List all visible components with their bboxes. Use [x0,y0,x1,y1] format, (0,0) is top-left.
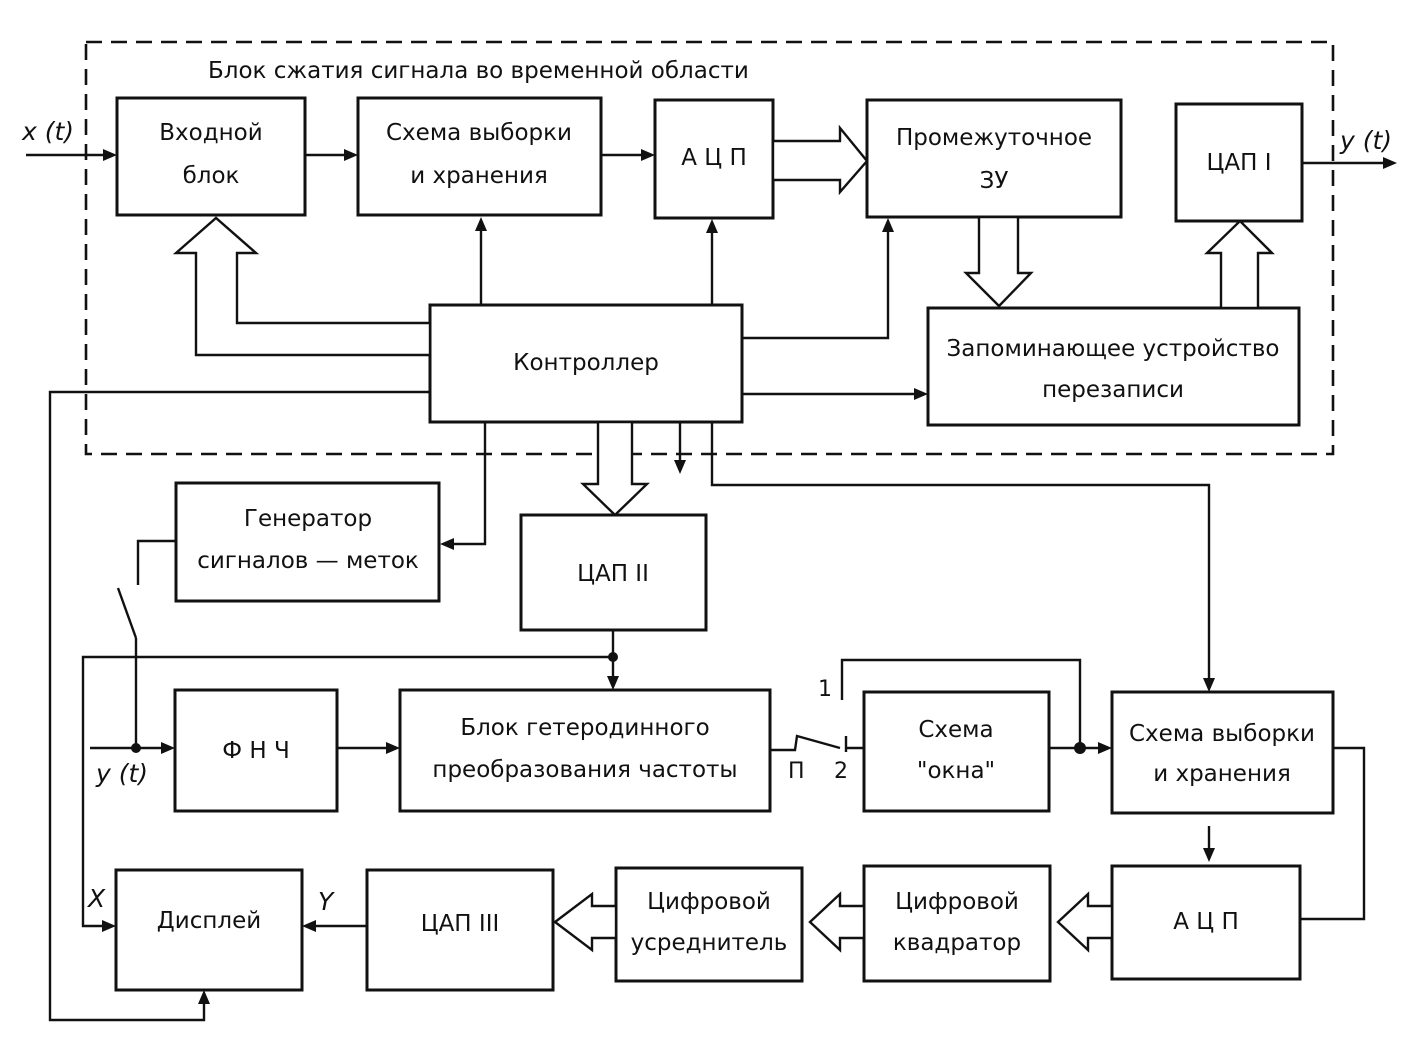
squarer-block: Цифровой квадратор [862,864,1052,983]
controller-block: Контроллер [428,303,744,424]
svg-text:Цифровой: Цифровой [895,889,1019,915]
svg-text:сигналов — меток: сигналов — меток [197,548,419,574]
buffer-to-rewrite-bus [963,215,1034,308]
svg-text:перезаписи: перезаписи [1042,377,1184,403]
dac-block-1: ЦАП I [1174,102,1304,223]
svg-text:преобразования частоты: преобразования частоты [432,757,737,783]
svg-text:Цифровой: Цифровой [647,889,771,915]
heterodyne-block: Блок гетеродинного преобразования частот… [398,688,772,813]
svg-text:ЦАП III: ЦАП III [421,911,500,937]
adc-to-buffer-bus [771,124,869,196]
group-title: Блок сжатия сигнала во временной области [208,58,749,84]
sample-hold-block-1: Схема выборки и хранения [356,96,603,217]
input-signal-label: x (t) [21,117,74,146]
squarer-to-averager-bus [808,891,866,953]
svg-text:Промежуточное: Промежуточное [896,125,1092,151]
svg-text:ЦАП II: ЦАП II [577,561,649,587]
svg-text:А Ц П: А Ц П [1173,909,1239,935]
adc-block-2: А Ц П [1110,864,1302,981]
marker-switch [116,587,138,639]
dac-block-2: ЦАП II [519,513,708,632]
svg-text:А Ц П: А Ц П [681,145,747,171]
controller-to-input-bus [172,216,432,357]
svg-text:Входной: Входной [159,120,262,146]
switch-pos-2: 2 [834,759,848,784]
svg-text:"окна": "окна" [917,758,995,784]
dac-block-3: ЦАП III [365,868,555,992]
svg-text:ЦАП I: ЦАП I [1207,150,1272,176]
output-signal-label: y (t) [1339,126,1392,155]
mode-switch [770,734,841,752]
svg-text:Схема: Схема [918,717,993,743]
svg-text:Дисплей: Дисплей [157,908,261,934]
sample-hold-block-2: Схема выборки и хранения [1110,690,1335,815]
controller-to-dac2-bus [580,420,650,517]
svg-text:Генератор: Генератор [244,506,372,532]
svg-text:Ф Н Ч: Ф Н Ч [222,738,289,764]
lpf-block: Ф Н Ч [173,688,339,813]
display-y-label: Y [318,887,335,916]
svg-text:квадратор: квадратор [893,930,1021,956]
switch-label-p: П [788,759,805,784]
svg-text:ЗУ: ЗУ [980,168,1009,194]
svg-text:Запоминающее устройство: Запоминающее устройство [947,336,1280,362]
switch-pos-1: 1 [818,677,832,702]
adc-to-squarer-bus [1056,891,1114,953]
buffer-memory-block: Промежуточное ЗУ [865,98,1123,219]
marker-generator-block: Генератор сигналов — меток [174,481,441,603]
rewrite-to-dac-bus [1204,219,1275,310]
svg-text:Схема выборки: Схема выборки [1129,721,1315,747]
rewrite-memory-block: Запоминающее устройство перезаписи [926,306,1301,427]
display-x-label: X [86,884,106,913]
svg-text:и хранения: и хранения [410,163,548,189]
svg-text:Блок гетеродинного: Блок гетеродинного [460,715,709,741]
svg-text:блок: блок [183,163,240,189]
svg-text:усреднитель: усреднитель [631,930,788,956]
averager-block: Цифровой усреднитель [614,866,804,983]
time-domain-compression-boundary [84,40,1335,456]
svg-text:Контроллер: Контроллер [513,350,659,376]
input-block: Входной блок [115,96,307,217]
adc-block-1: А Ц П [653,98,775,220]
svg-text:и хранения: и хранения [1153,761,1291,787]
lpf-input-signal-label: y (t) [95,759,148,788]
display-block: Дисплей [114,868,304,992]
averager-to-dac3-bus [553,891,618,953]
svg-text:Схема выборки: Схема выборки [386,120,572,146]
window-block: Схема "окна" [862,690,1051,813]
